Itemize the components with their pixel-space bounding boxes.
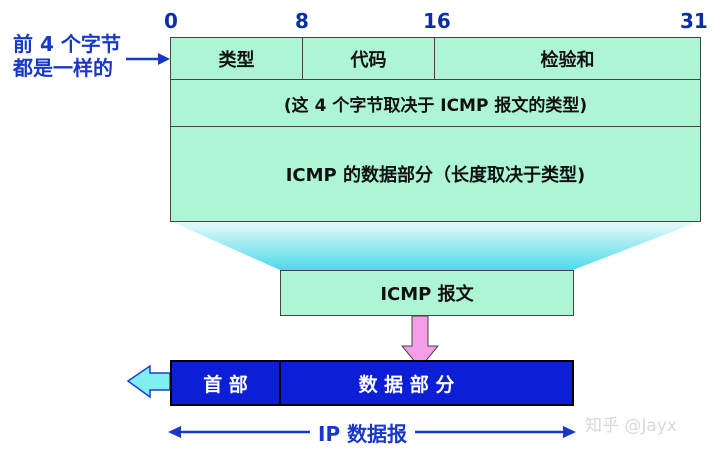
icmp-data-part: ICMP 的数据部分（长度取决于类型)	[170, 126, 701, 222]
type-field: 类型	[170, 37, 303, 80]
funnel-shape	[170, 221, 700, 270]
ip-header-box: 首 部	[170, 360, 281, 406]
ip-data-label: 数 据 部 分	[358, 373, 455, 396]
left-arrow-icon	[126, 364, 171, 399]
bit-label-0: 0	[164, 9, 178, 33]
ip-span-right-arrowhead	[563, 426, 576, 438]
watermark: 知乎 @Jayx	[585, 416, 677, 436]
note-pointer-arrowhead	[158, 53, 170, 65]
down-arrow-icon	[400, 315, 440, 369]
ip-datagram-label: IP 数据报	[310, 418, 416, 447]
checksum-field: 检验和	[434, 37, 701, 80]
same-bytes-note: 前 4 个字节 都是一样的	[13, 32, 121, 80]
bit-label-8: 8	[295, 9, 309, 33]
ip-span-left-arrowhead	[168, 426, 181, 438]
same-bytes-note-line1: 前 4 个字节	[13, 32, 121, 56]
code-field: 代码	[302, 37, 435, 80]
bit-label-16: 16	[423, 9, 451, 33]
ip-data-box: 数 据 部 分	[279, 360, 574, 406]
icmp-message-box: ICMP 报文	[280, 270, 574, 316]
type-dependent-bytes: (这 4 个字节取决于 ICMP 报文的类型)	[170, 79, 701, 127]
same-bytes-note-line2: 都是一样的	[13, 56, 113, 80]
bit-label-31: 31	[680, 9, 708, 33]
